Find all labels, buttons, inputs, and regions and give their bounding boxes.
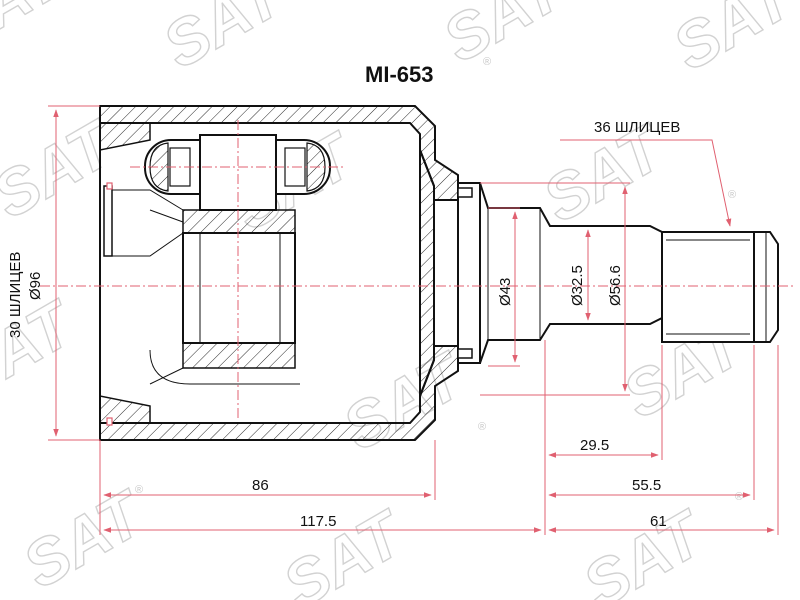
tripod-hub-bottom-hatch — [182, 342, 296, 369]
label-len-29-5: 29.5 — [580, 437, 609, 454]
registered-mark: ® — [728, 189, 736, 201]
leader-outer-splines — [560, 139, 732, 227]
label-diam-56-6: Ø56.6 — [607, 265, 624, 306]
label-len-61: 61 — [650, 513, 667, 530]
label-inner-splines: 30 ШЛИЦЕВ — [7, 252, 24, 338]
shaft-tip — [754, 231, 779, 343]
watermark-text: SAT — [271, 496, 418, 600]
tripod-bore — [182, 232, 296, 344]
retaining-ring — [103, 185, 113, 257]
tripod-arm-line — [149, 367, 184, 385]
roller-bottom-arc — [149, 349, 300, 385]
registered-mark: ® — [735, 491, 743, 503]
label-len-117-5: 117.5 — [300, 513, 336, 530]
label-diam-43: Ø43 — [497, 278, 514, 306]
spline-section — [661, 231, 755, 343]
dimension-lines — [48, 105, 779, 535]
retaining-ring-clip — [106, 182, 113, 190]
boot-contour — [104, 232, 184, 257]
shaft-collar — [457, 182, 481, 364]
label-len-55-5: 55.5 — [632, 477, 661, 494]
part-number: MI-653 — [365, 62, 433, 87]
label-housing-diameter: Ø96 — [27, 272, 44, 300]
shaft-collar-ring — [457, 348, 473, 359]
label-outer-splines: 36 ШЛИЦЕВ — [594, 119, 680, 136]
tripod-hub-top-hatch — [182, 209, 296, 234]
label-diam-32-5: Ø32.5 — [569, 265, 586, 306]
housing-left-inner-top — [99, 122, 151, 151]
dimension-labels: 36 ШЛИЦЕВ 30 ШЛИЦЕВ Ø96 Ø43 Ø32.5 Ø56.6 … — [7, 119, 680, 530]
registered-mark: ® — [135, 484, 143, 496]
watermark-text: SAT — [571, 496, 718, 600]
centre-lines — [40, 120, 795, 420]
watermark-text: SAT — [431, 0, 578, 76]
stub-shaft — [457, 182, 779, 364]
retaining-ring-clip — [106, 417, 113, 426]
housing — [99, 105, 459, 441]
shaft-collar-ring — [457, 187, 473, 198]
tripod-assembly — [103, 134, 331, 426]
label-len-86: 86 — [252, 477, 269, 494]
boot-contour — [104, 189, 184, 211]
boot-contour — [149, 209, 184, 223]
watermark-text: SAT — [0, 0, 78, 64]
watermark-text: SAT — [661, 0, 800, 84]
registered-mark: ® — [478, 421, 486, 433]
registered-mark: ® — [483, 56, 491, 68]
watermark-text: SAT — [151, 0, 298, 82]
housing-rear-wall — [419, 149, 435, 397]
